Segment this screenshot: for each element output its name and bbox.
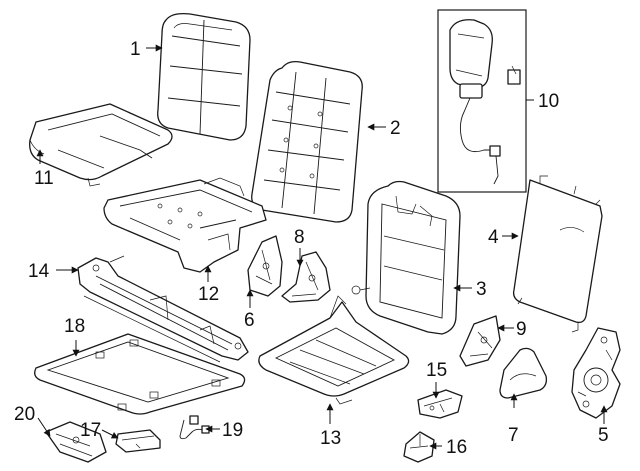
part-9-recliner-cover bbox=[459, 315, 501, 367]
callout-2: 2 bbox=[390, 118, 401, 139]
part-10-inset bbox=[437, 9, 527, 193]
callout-18: 18 bbox=[64, 316, 85, 337]
part-15-latch-bracket bbox=[417, 389, 463, 419]
part-3-seat-back-frame bbox=[351, 180, 461, 335]
callout-13: 13 bbox=[320, 428, 341, 449]
callout-labels: 1 2 3 4 5 6 7 8 9 10 11 12 13 14 15 16 1… bbox=[14, 39, 609, 458]
part-8-support-bracket bbox=[281, 251, 331, 303]
part-1-seat-back-cover bbox=[157, 12, 251, 141]
part-13-seat-base-pan bbox=[258, 295, 410, 405]
callout-7: 7 bbox=[508, 425, 519, 446]
leader-lines bbox=[36, 44, 608, 450]
callout-15: 15 bbox=[426, 360, 447, 381]
callout-1: 1 bbox=[130, 39, 141, 60]
callout-4: 4 bbox=[488, 227, 499, 248]
callout-19: 19 bbox=[222, 420, 243, 441]
callout-14: 14 bbox=[28, 261, 50, 282]
callout-16: 16 bbox=[446, 437, 467, 458]
part-17-control-module bbox=[115, 429, 161, 453]
part-19-wire-harness bbox=[179, 415, 210, 440]
part-6-side-bracket bbox=[247, 235, 283, 297]
callout-12: 12 bbox=[198, 284, 219, 305]
callout-10: 10 bbox=[538, 91, 559, 112]
part-2-seat-back-pad bbox=[251, 60, 363, 223]
callout-11: 11 bbox=[34, 168, 54, 189]
callout-17: 17 bbox=[80, 420, 101, 441]
part-14-seat-track-assembly bbox=[77, 255, 249, 363]
callout-8: 8 bbox=[294, 227, 305, 248]
part-20-bracket bbox=[45, 421, 107, 463]
part-12-seat-cushion-pad bbox=[103, 177, 267, 273]
part-7-trim-cover bbox=[499, 347, 548, 399]
callout-5: 5 bbox=[598, 425, 609, 446]
part-16-clip-bracket bbox=[403, 431, 435, 463]
part-4-seat-back-panel bbox=[512, 175, 603, 333]
part-11-seat-cushion-cover bbox=[29, 103, 173, 187]
part-18-floor-panel bbox=[34, 333, 246, 415]
inset-frame bbox=[437, 9, 527, 193]
callout-9: 9 bbox=[516, 319, 527, 340]
part-5-recliner-mechanism bbox=[571, 327, 621, 419]
callout-6: 6 bbox=[244, 310, 255, 331]
callout-20: 20 bbox=[14, 404, 35, 425]
callout-3: 3 bbox=[476, 279, 487, 300]
